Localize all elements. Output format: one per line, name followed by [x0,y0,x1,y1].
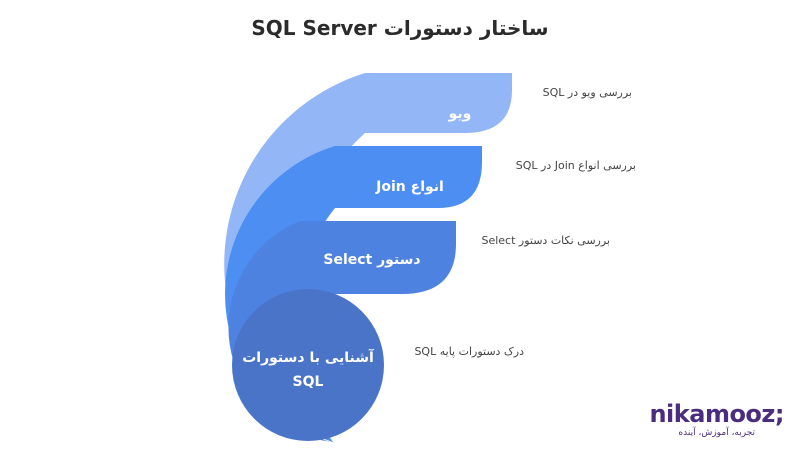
brand-name: nikamooz; [649,400,784,428]
page-title: ساختار دستورات SQL Server [251,16,549,40]
brand-logo: nikamooz; تجربه، آموزش، آینده [649,402,784,438]
description-core: درک دستورات پایه SQL [414,345,524,358]
band-select-label: دستور Select [323,252,420,268]
description-view: بررسی ویو در SQL [542,86,632,99]
description-select: بررسی نکات دستور Select [481,234,610,247]
core-circle [232,289,384,441]
description-join: بررسی انواع Join در SQL [515,159,636,172]
brand-tagline: تجربه، آموزش، آینده [678,428,756,438]
band-join-label: انواع Join [375,179,444,195]
band-select [228,221,456,442]
core-label-line2: SQL [293,374,324,390]
core-label-line1: آشنایی با دستورات [242,348,375,366]
band-view-label: ویو [448,106,472,122]
